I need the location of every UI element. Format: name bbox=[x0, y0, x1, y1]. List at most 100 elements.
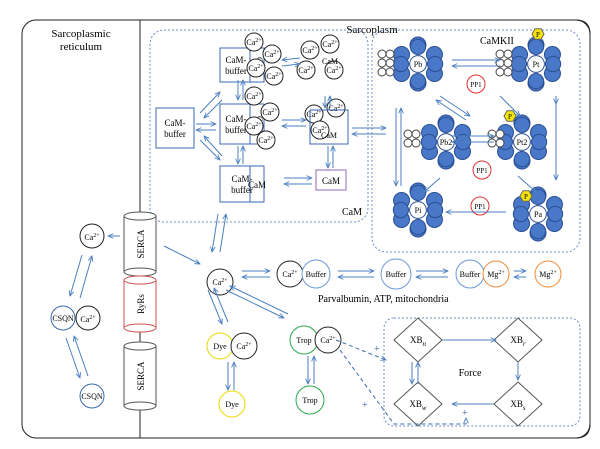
dye-bound: Dye bbox=[206, 332, 234, 360]
svg-text:Pa: Pa bbox=[534, 210, 542, 219]
svg-text:PP1: PP1 bbox=[476, 167, 488, 175]
svg-text:XBr: XBr bbox=[510, 335, 526, 348]
cam-arrows bbox=[196, 58, 386, 252]
csqn-free: CSQN bbox=[79, 383, 105, 409]
camkii-pi: Pi bbox=[392, 182, 444, 238]
troponin-bound: Trop bbox=[289, 325, 319, 355]
cam-bound-calcium: Ca2+ bbox=[264, 66, 284, 86]
svg-text:Trop: Trop bbox=[296, 336, 311, 345]
svg-text:Ca2+: Ca2+ bbox=[246, 38, 262, 47]
svg-text:Pb: Pb bbox=[414, 60, 422, 69]
svg-text:Ca2+: Ca2+ bbox=[282, 270, 298, 279]
svg-text:Dye: Dye bbox=[225, 400, 239, 409]
free-cam-calcium: Ca2+ bbox=[310, 120, 330, 140]
free-cam-calcium: Ca2+ bbox=[324, 60, 344, 80]
buffer-free: Buffer bbox=[380, 258, 412, 290]
phosphate-icon: P bbox=[503, 110, 517, 122]
free-magnesium: Mg2+ bbox=[534, 260, 562, 288]
svg-text:CaM: CaM bbox=[321, 131, 337, 140]
camkii-bound-sites bbox=[403, 129, 421, 148]
camkii-bound-sites bbox=[495, 49, 513, 77]
svg-text:Ca2+: Ca2+ bbox=[212, 278, 228, 287]
cytosol-arrows bbox=[163, 245, 526, 390]
cytosolic-buffers: Ca2+ Ca2+ Buffer Buffer Buffer Mg2+ Mg2+ Dye Ca2… bbox=[206, 258, 562, 418]
phosphate-icon: P bbox=[519, 190, 533, 202]
free-cam-calcium: Ca2+ bbox=[326, 98, 346, 118]
cam-free: CaM CaM bbox=[315, 57, 347, 191]
cam-compartment-label: CaM bbox=[342, 207, 362, 218]
svg-text:Ca2+: Ca2+ bbox=[262, 108, 278, 117]
svg-text:XBn: XBn bbox=[410, 335, 427, 348]
dye-free: Dye bbox=[218, 390, 246, 418]
svg-text:CaM-: CaM- bbox=[226, 55, 247, 65]
pp1-phosphatase: PP1 bbox=[472, 160, 492, 180]
free-cam-calcium: Ca2+ bbox=[304, 104, 324, 124]
svg-text:XBs: XBs bbox=[510, 399, 526, 412]
force-compartment bbox=[383, 317, 581, 427]
svg-text:Ca2+: Ca2+ bbox=[264, 50, 280, 59]
cam-bound-calcium: Ca2+ bbox=[244, 116, 264, 136]
camkii-compartment bbox=[371, 29, 581, 253]
sr-calcium: Ca2+ bbox=[79, 223, 105, 249]
camkii-compartment-label: CaMKII bbox=[480, 36, 514, 47]
svg-text:CaM-: CaM- bbox=[232, 174, 253, 184]
sr-title-1: Sarcoplasmic bbox=[51, 28, 110, 40]
svg-text:Mg2+: Mg2+ bbox=[539, 270, 557, 279]
svg-text:Pi: Pi bbox=[415, 206, 422, 215]
free-cam-calcium: Ca2+ bbox=[296, 60, 316, 80]
svg-text:Trop: Trop bbox=[302, 396, 317, 405]
svg-text:Ca2+: Ca2+ bbox=[328, 104, 344, 113]
svg-text:Ca2+: Ca2+ bbox=[320, 336, 336, 345]
svg-text:Ca2+: Ca2+ bbox=[326, 66, 342, 75]
ryr-channel: RyRs bbox=[123, 275, 157, 333]
force-label: Force bbox=[459, 368, 482, 379]
free-cam-calcium: Ca2+ bbox=[320, 34, 340, 54]
troponin-free: Trop bbox=[295, 385, 325, 415]
sr-title-2: reticulum bbox=[60, 41, 103, 53]
svg-text:CaM: CaM bbox=[322, 57, 338, 66]
svg-text:Ca2+: Ca2+ bbox=[246, 122, 262, 131]
svg-text:Ca2+: Ca2+ bbox=[248, 64, 264, 73]
crossbridge-xbr: XBr bbox=[493, 317, 543, 363]
xb-arrows bbox=[412, 340, 518, 404]
plus-sign-1: + bbox=[374, 344, 380, 355]
sarcoplasm-frame bbox=[140, 19, 591, 439]
camkii-pb2: Pb2 bbox=[420, 114, 472, 170]
pp1-phosphatase: PP1 bbox=[470, 196, 490, 216]
camkii-pt: Pt bbox=[510, 36, 562, 92]
svg-text:Dye: Dye bbox=[213, 342, 227, 351]
svg-text:Mg2+: Mg2+ bbox=[487, 270, 505, 279]
cam-buffer-free: CaM-buffer bbox=[155, 107, 195, 149]
cam-bound-calcium: Ca2+ bbox=[262, 44, 282, 64]
cam-bound-calcium: Ca2+ bbox=[244, 32, 264, 52]
svg-text:Ca2+: Ca2+ bbox=[84, 233, 100, 242]
svg-text:CaM-: CaM- bbox=[165, 118, 186, 128]
pp1-phosphatase: PP1 bbox=[466, 74, 486, 94]
svg-text:Buffer: Buffer bbox=[460, 270, 481, 279]
buffer-mg-complex: Buffer bbox=[455, 259, 485, 289]
svg-text:CaM: CaM bbox=[322, 176, 340, 186]
regulation-dashed-lines bbox=[335, 339, 466, 425]
svg-text:Buffer: Buffer bbox=[306, 270, 327, 279]
serca-pump-top: SERCA bbox=[123, 211, 157, 277]
svg-text:Ca2+: Ca2+ bbox=[246, 92, 262, 101]
plus-sign-2: + bbox=[362, 400, 368, 411]
cam-buffer-bottom: CaM-buffer bbox=[219, 165, 265, 203]
crossbridge-xbn: XBn bbox=[393, 317, 443, 363]
svg-text:buffer: buffer bbox=[225, 66, 247, 76]
svg-text:buffer: buffer bbox=[164, 129, 186, 139]
svg-text:SERCA: SERCA bbox=[136, 361, 146, 391]
svg-text:CSQN: CSQN bbox=[81, 392, 103, 401]
buffer-bound: Buffer bbox=[301, 259, 331, 289]
cam-buffer-bottom-cam: CaM bbox=[248, 166, 266, 202]
svg-text:P: P bbox=[524, 193, 528, 201]
camkii-pt2: Pt2 bbox=[496, 114, 548, 170]
cam-bound-calcium: Ca2+ bbox=[244, 86, 264, 106]
svg-text:CSQN: CSQN bbox=[52, 314, 74, 323]
svg-text:Ca2+: Ca2+ bbox=[266, 72, 282, 81]
camkii-pa: Pa bbox=[512, 186, 564, 242]
cam-bound-calcium: Ca2+ bbox=[256, 130, 276, 150]
svg-text:Ca2+: Ca2+ bbox=[312, 126, 328, 135]
